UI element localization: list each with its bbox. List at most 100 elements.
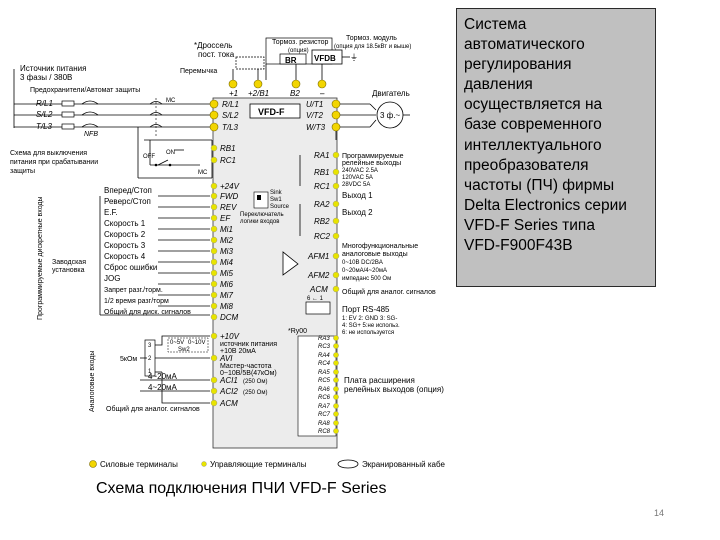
output-2-label: Выход 2 — [342, 208, 373, 217]
description-line: VFD-F900F43В — [464, 237, 573, 255]
legend: Силовые терминалы Управляющие терминалы … — [89, 459, 445, 469]
terminal-label: RB1 — [314, 168, 330, 177]
description-line: автоматического — [464, 36, 585, 54]
pot-pin-1: 1 — [148, 369, 152, 375]
terminal-label: RC7 — [318, 412, 331, 418]
svg-text:⏚: ⏚ — [350, 53, 358, 62]
jumper-label: Перемычка — [180, 68, 217, 75]
rs485-desc-2: 4: SG+ 5:не использ. — [342, 323, 400, 329]
terminal-label: Mi5 — [220, 269, 233, 278]
afm-desc-5: импеданс 500 Ом — [342, 276, 391, 282]
relay-desc-3: 240VAC 2.5A — [342, 168, 378, 174]
brake-resistor-label-2: (опция) — [288, 48, 309, 54]
brake-resistor-label-1: Тормоз. резистор — [272, 39, 329, 46]
terminal-label: +24V — [220, 182, 240, 191]
rs485-desc-1: 1: EV 2: GND 3: SG- — [342, 316, 397, 322]
sw2-option-2: 0~10V — [188, 340, 206, 346]
power-source-subtitle: 3 фазы / 380В — [20, 73, 72, 82]
control-terminal-labels: +24V FWD REV EF Mi1 Mi2 Mi3 Mi4 Mi5 Mi6 … — [220, 182, 240, 322]
input-phase-label-s: S/L2 — [36, 110, 53, 119]
current-input-2: 4~20мА — [148, 383, 178, 392]
terminal-acm: ACM — [309, 285, 328, 294]
relay-desc-4: 120VAC 5A — [342, 175, 373, 181]
switch-label-1: Переключатель — [240, 212, 284, 218]
sw1-label: Sw1 — [270, 197, 282, 203]
brake-module-label-2: (опция для 18.5кВт и выше) — [334, 44, 411, 50]
digital-input-label: Скорость 1 — [104, 219, 146, 228]
description-line: интеллектуального — [464, 136, 602, 154]
analog-desc-3: Мастер-частота — [220, 363, 272, 370]
description-line: Delta Electronics серии — [464, 196, 627, 214]
afm-desc-2: аналоговые выходы — [342, 251, 408, 258]
terminal-label: Mi8 — [220, 302, 233, 311]
sink-label: Sink — [270, 190, 283, 196]
terminal-label: RC8 — [318, 429, 331, 435]
terminal-afm1: AFM1 — [307, 252, 329, 261]
terminal-minus: – — [319, 89, 325, 98]
control-terminal-legend-icon — [201, 461, 207, 467]
legend-control: Управляющие терминалы — [210, 460, 307, 469]
terminal-rc1: RC1 — [220, 156, 236, 165]
terminal-plus1: +1 — [229, 89, 238, 98]
terminal-label: Mi2 — [220, 236, 233, 245]
terminal-aci1: ACI1 — [219, 376, 238, 385]
relay-terminal-labels: RA1 RB1 RC1 RA2 RB2 RC2 — [314, 151, 331, 241]
terminal-label: RA7 — [318, 404, 330, 410]
input-phase-lines — [14, 98, 214, 136]
terminal-label: EF — [220, 214, 231, 223]
digital-input-label: Реверс/Стоп — [104, 197, 151, 206]
control-terminals-analog — [210, 332, 218, 407]
terminal-avi: AVI — [219, 354, 233, 363]
input-phase-label-r: R/L1 — [36, 99, 53, 108]
description-line: Система — [464, 16, 527, 33]
digital-input-rows — [158, 195, 210, 307]
terminal-label: RC4 — [318, 361, 331, 367]
ry00-label: *Ry00 — [288, 328, 307, 335]
vfd-model-label: VFD-F — [258, 107, 285, 117]
input-phase-label-t: T/L3 — [36, 122, 53, 131]
factory-label-1: Заводская — [52, 259, 86, 266]
digital-input-label: Скорость 2 — [104, 230, 146, 239]
relay-desc-2: релейные выходы — [342, 159, 401, 167]
pot-pin-3: 3 — [148, 343, 152, 349]
dc-bus-wiring: ⏚ — [232, 37, 358, 80]
rb-rc-terminals — [210, 144, 218, 164]
terminal-afm2: AFM2 — [307, 271, 330, 280]
ext-board-label-2: релейных выходов (опция) — [344, 385, 444, 394]
terminal-label: RC1 — [314, 182, 330, 191]
digital-input-label: Скорость 4 — [104, 252, 146, 261]
terminal-label: RA5 — [318, 370, 330, 376]
shutdown-label-1: Схема для выключения — [10, 150, 87, 157]
digital-input-label: 1/2 время разг/торм — [104, 298, 169, 305]
description-line: частоты (ПЧ) фирмы — [464, 176, 615, 194]
description-line: давления — [464, 76, 533, 94]
sw2-option-1: 0~5V — [170, 340, 184, 346]
analog-desc-5: (250 Ом) — [243, 379, 267, 385]
input-power-terminals — [209, 99, 219, 132]
mc-label-coil: MC — [198, 170, 208, 176]
power-source-title: Источник питания — [20, 64, 86, 73]
description-box: Система автоматического регулирования да… — [456, 8, 656, 287]
analog-desc-2: +10В 20мА — [220, 348, 256, 355]
digital-input-label: JOG — [104, 274, 120, 283]
switch-label-2: логики входов — [240, 219, 279, 225]
description-line: регулирования — [464, 56, 572, 74]
description-line: базе современного — [464, 116, 602, 134]
terminal-aci2: ACI2 — [219, 387, 238, 396]
relay-desc-5: 28VDC 5A — [342, 182, 370, 188]
digital-input-label: Скорость 3 — [104, 241, 146, 250]
dc-terminals — [228, 79, 327, 89]
terminal-10v: +10V — [220, 332, 240, 341]
terminal-label: Mi7 — [220, 291, 233, 300]
terminal-label: RA6 — [318, 387, 330, 393]
digital-input-label: Запрет разг./торм. — [104, 287, 163, 294]
terminal-w-t3: W/T3 — [306, 123, 326, 132]
prog-inputs-vertical-label: Программируемые дискретные входы — [37, 196, 44, 320]
vfdb-label: VFDB — [314, 54, 336, 63]
current-input-1: 4~20мА — [148, 372, 178, 381]
relay-terminals — [299, 151, 340, 240]
ext-board-label-1: Плата расширения — [344, 376, 415, 385]
terminal-label: Mi3 — [220, 247, 233, 256]
extension-relay-labels: RA3 RC3 RA4 RC4 RA5 RC5 RA6 RC6 RA7 RC7 … — [318, 336, 331, 435]
